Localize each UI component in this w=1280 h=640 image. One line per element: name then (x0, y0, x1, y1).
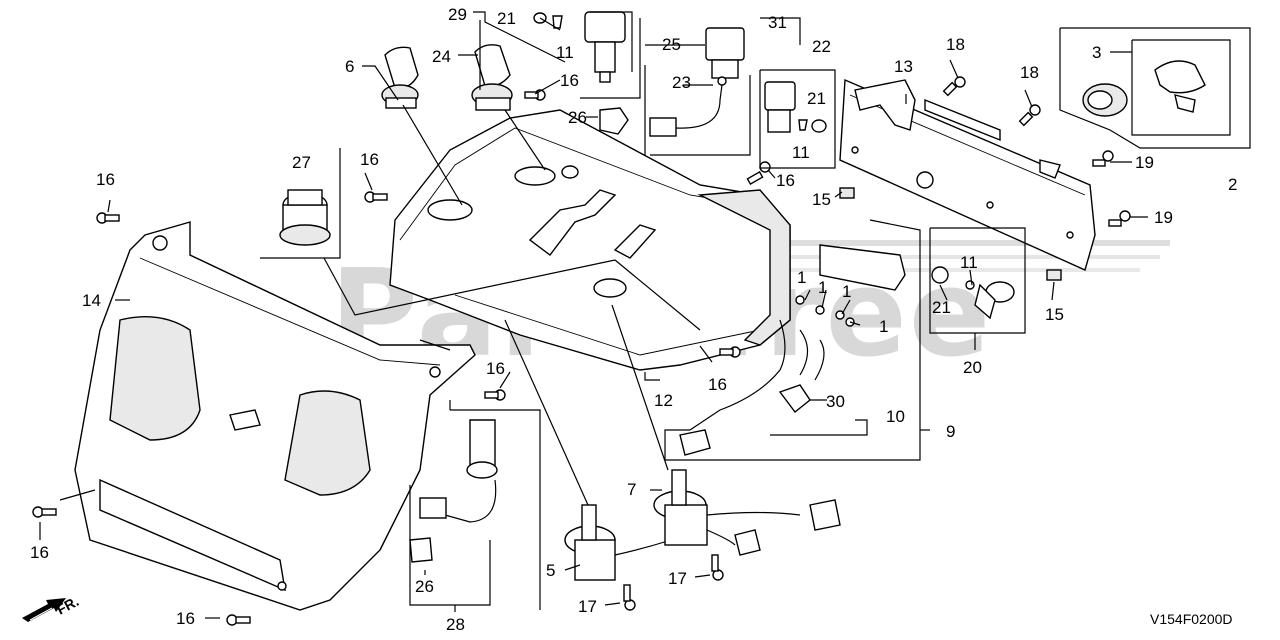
callout-3: 3 (1092, 43, 1101, 62)
callout-29: 29 (448, 5, 467, 24)
callout-17: 17 (578, 597, 597, 616)
callout-19: 19 (1135, 153, 1154, 172)
callout-13: 13 (894, 57, 913, 76)
callout-12: 12 (654, 391, 673, 410)
callout-23: 23 (672, 73, 691, 92)
clip-26-top (599, 107, 629, 135)
throttle-cable-5 (564, 504, 701, 581)
callout-18: 18 (946, 35, 965, 54)
callout-16: 16 (776, 171, 795, 190)
callout-14: 14 (82, 291, 101, 310)
leader-lines (39, 11, 1251, 619)
dash-panel-cover (389, 109, 791, 371)
screws (32, 76, 1131, 626)
diagram-code: V154F0200D (1150, 611, 1233, 627)
throttle-knob-24 (471, 44, 513, 111)
callout-31: 31 (768, 13, 787, 32)
callout-21: 21 (497, 9, 516, 28)
callout-5: 5 (546, 561, 555, 580)
connector-harness-23 (649, 84, 723, 137)
choke-knob-6 (381, 46, 419, 109)
callout-26: 26 (568, 108, 587, 127)
callout-6: 6 (345, 57, 354, 76)
clip-15-a (839, 187, 855, 199)
small-parts-top (533, 12, 827, 133)
callout-2: 2 (1228, 175, 1237, 194)
callout-1: 1 (818, 278, 827, 297)
bracket-13 (854, 79, 916, 131)
front-direction-arrow (22, 598, 66, 622)
callout-26: 26 (415, 577, 434, 596)
callout-15: 15 (1045, 305, 1064, 324)
switch-22 (764, 81, 796, 133)
callout-25: 25 (662, 35, 681, 54)
key-switch-3 (1082, 60, 1206, 117)
callout-7: 7 (627, 480, 636, 499)
callout-10: 10 (886, 407, 905, 426)
clip-15-b (1046, 269, 1062, 281)
callout-27: 27 (292, 153, 311, 172)
callout-16: 16 (560, 71, 579, 90)
callout-21: 21 (932, 298, 951, 317)
callout-20: 20 (963, 358, 982, 377)
direction-label: FR. (54, 593, 81, 618)
callout-19: 19 (1154, 208, 1173, 227)
callout-16: 16 (96, 170, 115, 189)
choke-cable-7 (653, 469, 841, 556)
callout-labels: 29 21 11 31 25 23 26 22 21 11 6 24 16 13… (30, 5, 1237, 634)
callout-1: 1 (797, 268, 806, 287)
callout-18: 18 (1020, 63, 1039, 82)
callout-9: 9 (946, 422, 955, 441)
wire-harness (679, 244, 906, 456)
callout-30: 30 (826, 392, 845, 411)
callout-11: 11 (792, 143, 810, 162)
callout-11: 11 (556, 43, 574, 62)
switch-29 (584, 11, 626, 83)
switch-25 (705, 27, 745, 79)
callout-21: 21 (807, 89, 826, 108)
callout-16: 16 (30, 543, 49, 562)
sensor-28 (409, 419, 498, 563)
callout-1: 1 (879, 317, 888, 336)
cap-27 (279, 189, 331, 246)
lower-front-cover (74, 221, 476, 611)
callout-16: 16 (360, 150, 379, 169)
callout-15: 15 (812, 190, 831, 209)
callout-1: 1 (842, 282, 851, 301)
callout-16: 16 (708, 375, 727, 394)
callout-24: 24 (432, 47, 451, 66)
callout-28: 28 (446, 615, 465, 634)
callout-16: 16 (176, 609, 195, 628)
callout-17: 17 (668, 569, 687, 588)
callout-16: 16 (486, 359, 505, 378)
callout-11: 11 (960, 253, 978, 272)
callout-22: 22 (812, 37, 831, 56)
